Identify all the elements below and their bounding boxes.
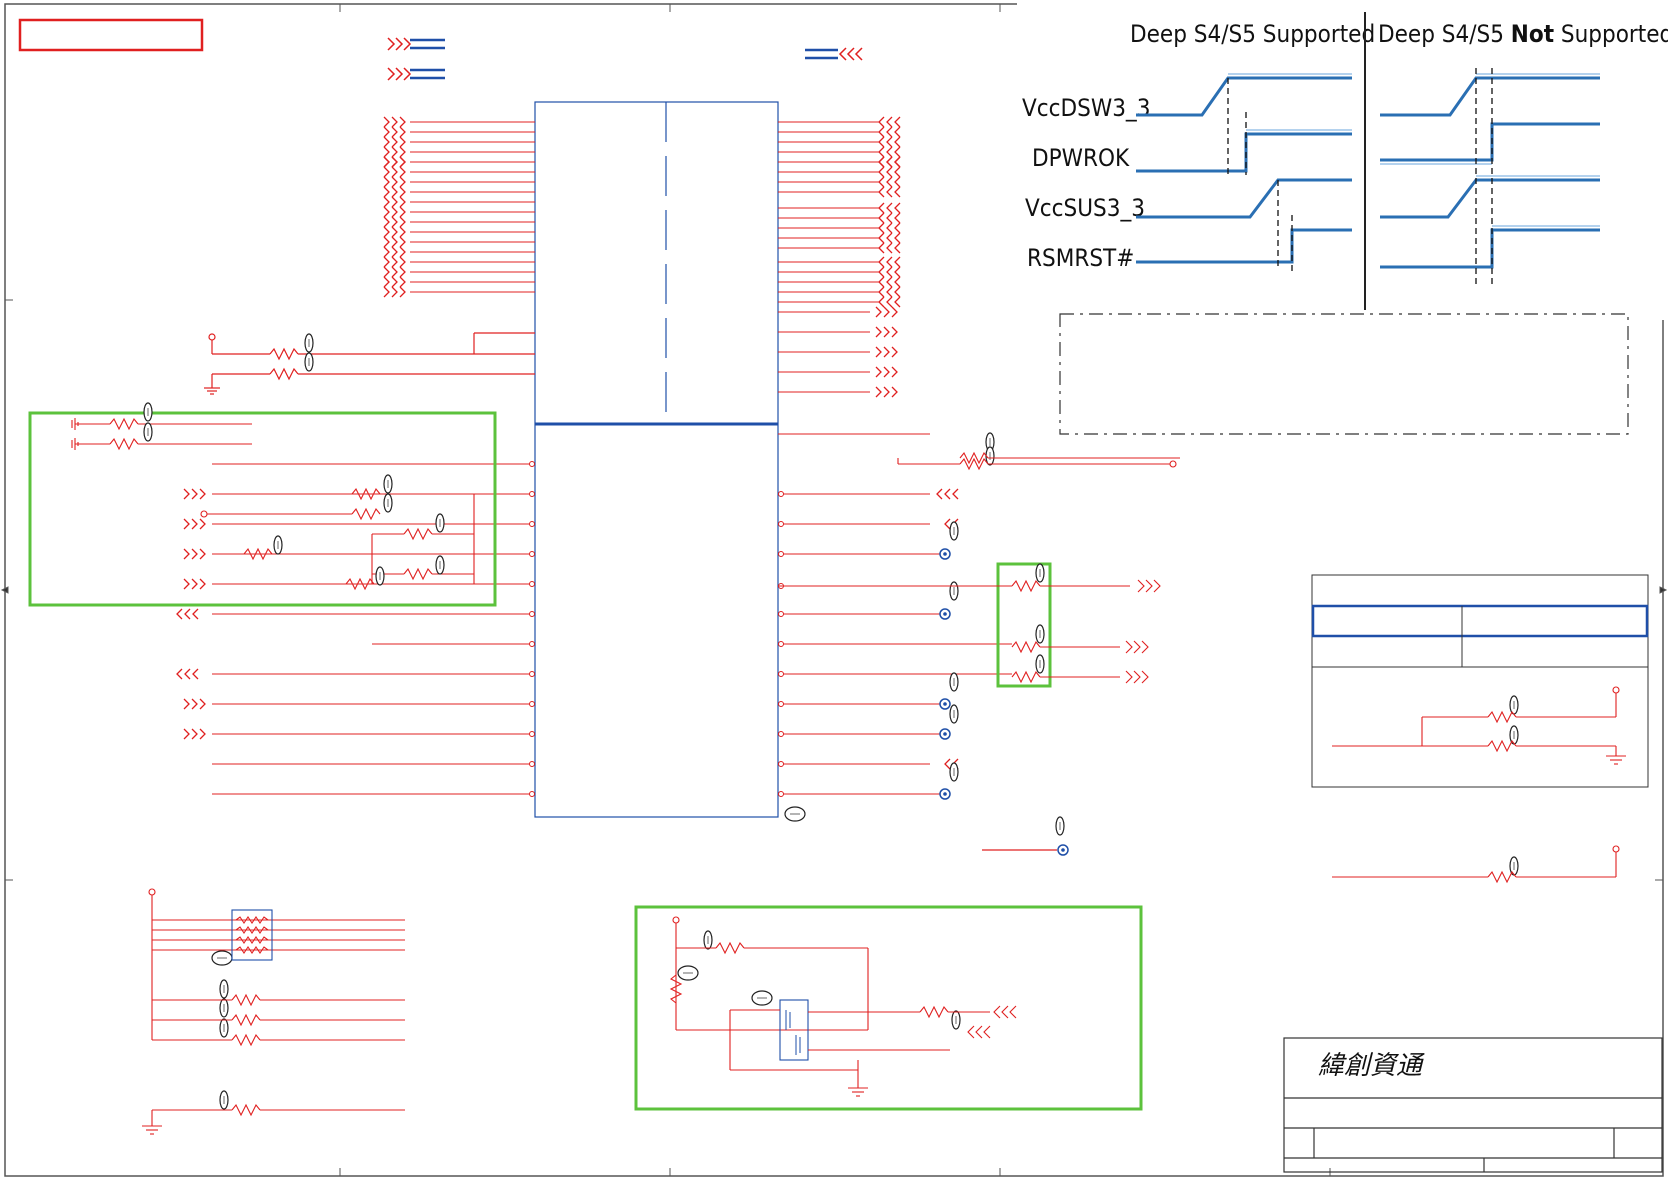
ref-designator-tags: [143, 333, 1519, 1110]
timing-heading-left: Deep S4/S5 Supported: [1130, 20, 1375, 48]
signal-label-dpwrok: DPWROK: [1032, 144, 1130, 172]
revision-marker-box: [18, 18, 204, 52]
strap-table-circuit: [1332, 686, 1626, 884]
timing-heading-right: Deep S4/S5 Not Supported: [1378, 20, 1668, 48]
highlight-boxes: [28, 411, 1143, 1111]
pch-component-body: [534, 101, 779, 818]
top-left-bus-ports: [387, 37, 445, 81]
signal-label-vccsus: VccSUS3_3: [1025, 194, 1145, 222]
company-logo: 緯創資通: [1318, 1051, 1425, 1081]
signal-label-vccdsw: VccDSW3_3: [1022, 94, 1150, 122]
right-pin-wires: [778, 116, 1012, 800]
mosfet-symbol: [785, 1010, 801, 1055]
power-pullup-resistors: [204, 332, 535, 395]
mosfet-reset-circuit: [669, 916, 1017, 1097]
strap-option-table: [1311, 574, 1649, 788]
left-pin-wires: [176, 116, 535, 797]
title-block: [1283, 1037, 1663, 1173]
top-right-bus-ports: [805, 47, 863, 61]
bottom-left-resistor-network: [142, 888, 405, 1135]
signal-label-rsmrst: RSMRST#: [1027, 244, 1134, 272]
timing-diagram: Deep S4/S5 Supported Deep S4/S5 Not Supp…: [1017, 0, 1668, 435]
left-rc-network: [71, 417, 475, 591]
right-resistors: [778, 433, 1180, 851]
